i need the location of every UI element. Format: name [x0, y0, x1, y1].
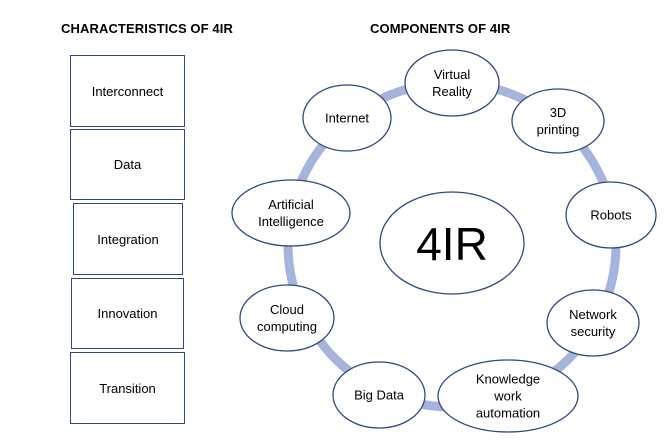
characteristic-innovation: Innovation	[71, 278, 184, 349]
component-label-knowledge-work-automation: work	[493, 389, 522, 404]
component-node-big-data	[332, 361, 426, 429]
center-node	[379, 191, 525, 295]
component-label-3d-printing: printing	[537, 122, 580, 137]
component-label-internet: Internet	[325, 111, 369, 126]
component-label-3d-printing: 3D	[550, 105, 567, 120]
component-node-cloud-computing	[239, 284, 335, 352]
component-label-virtual-reality: Virtual	[434, 67, 471, 82]
component-label-cloud-computing: computing	[257, 319, 317, 334]
characteristic-transition: Transition	[70, 352, 185, 424]
center-label: 4IR	[416, 218, 488, 270]
component-node-3d-printing	[511, 88, 605, 154]
component-label-cloud-computing: Cloud	[270, 302, 304, 317]
component-label-robots: Robots	[590, 208, 632, 223]
component-node-artificial-intelligence	[231, 179, 351, 247]
component-node-virtual-reality	[404, 49, 500, 117]
component-node-network-security	[546, 289, 640, 357]
component-label-artificial-intelligence: Artificial	[268, 197, 314, 212]
characteristics-heading: CHARACTERISTICS OF 4IR	[61, 21, 233, 36]
component-node-knowledge-work-automation	[437, 359, 579, 433]
component-label-knowledge-work-automation: Knowledge	[476, 372, 540, 387]
component-label-big-data: Big Data	[354, 388, 405, 403]
component-label-virtual-reality: Reality	[432, 84, 472, 99]
characteristic-data: Data	[70, 129, 185, 200]
component-label-network-security: Network	[569, 307, 617, 322]
components-heading: COMPONENTS OF 4IR	[370, 21, 511, 36]
component-node-robots	[565, 181, 657, 249]
component-label-network-security: security	[571, 324, 616, 339]
component-label-knowledge-work-automation: automation	[476, 406, 540, 421]
component-node-internet	[302, 84, 392, 152]
component-label-artificial-intelligence: Intelligence	[258, 214, 324, 229]
characteristic-integration: Integration	[73, 203, 183, 275]
characteristic-interconnect: Interconnect	[70, 55, 185, 127]
